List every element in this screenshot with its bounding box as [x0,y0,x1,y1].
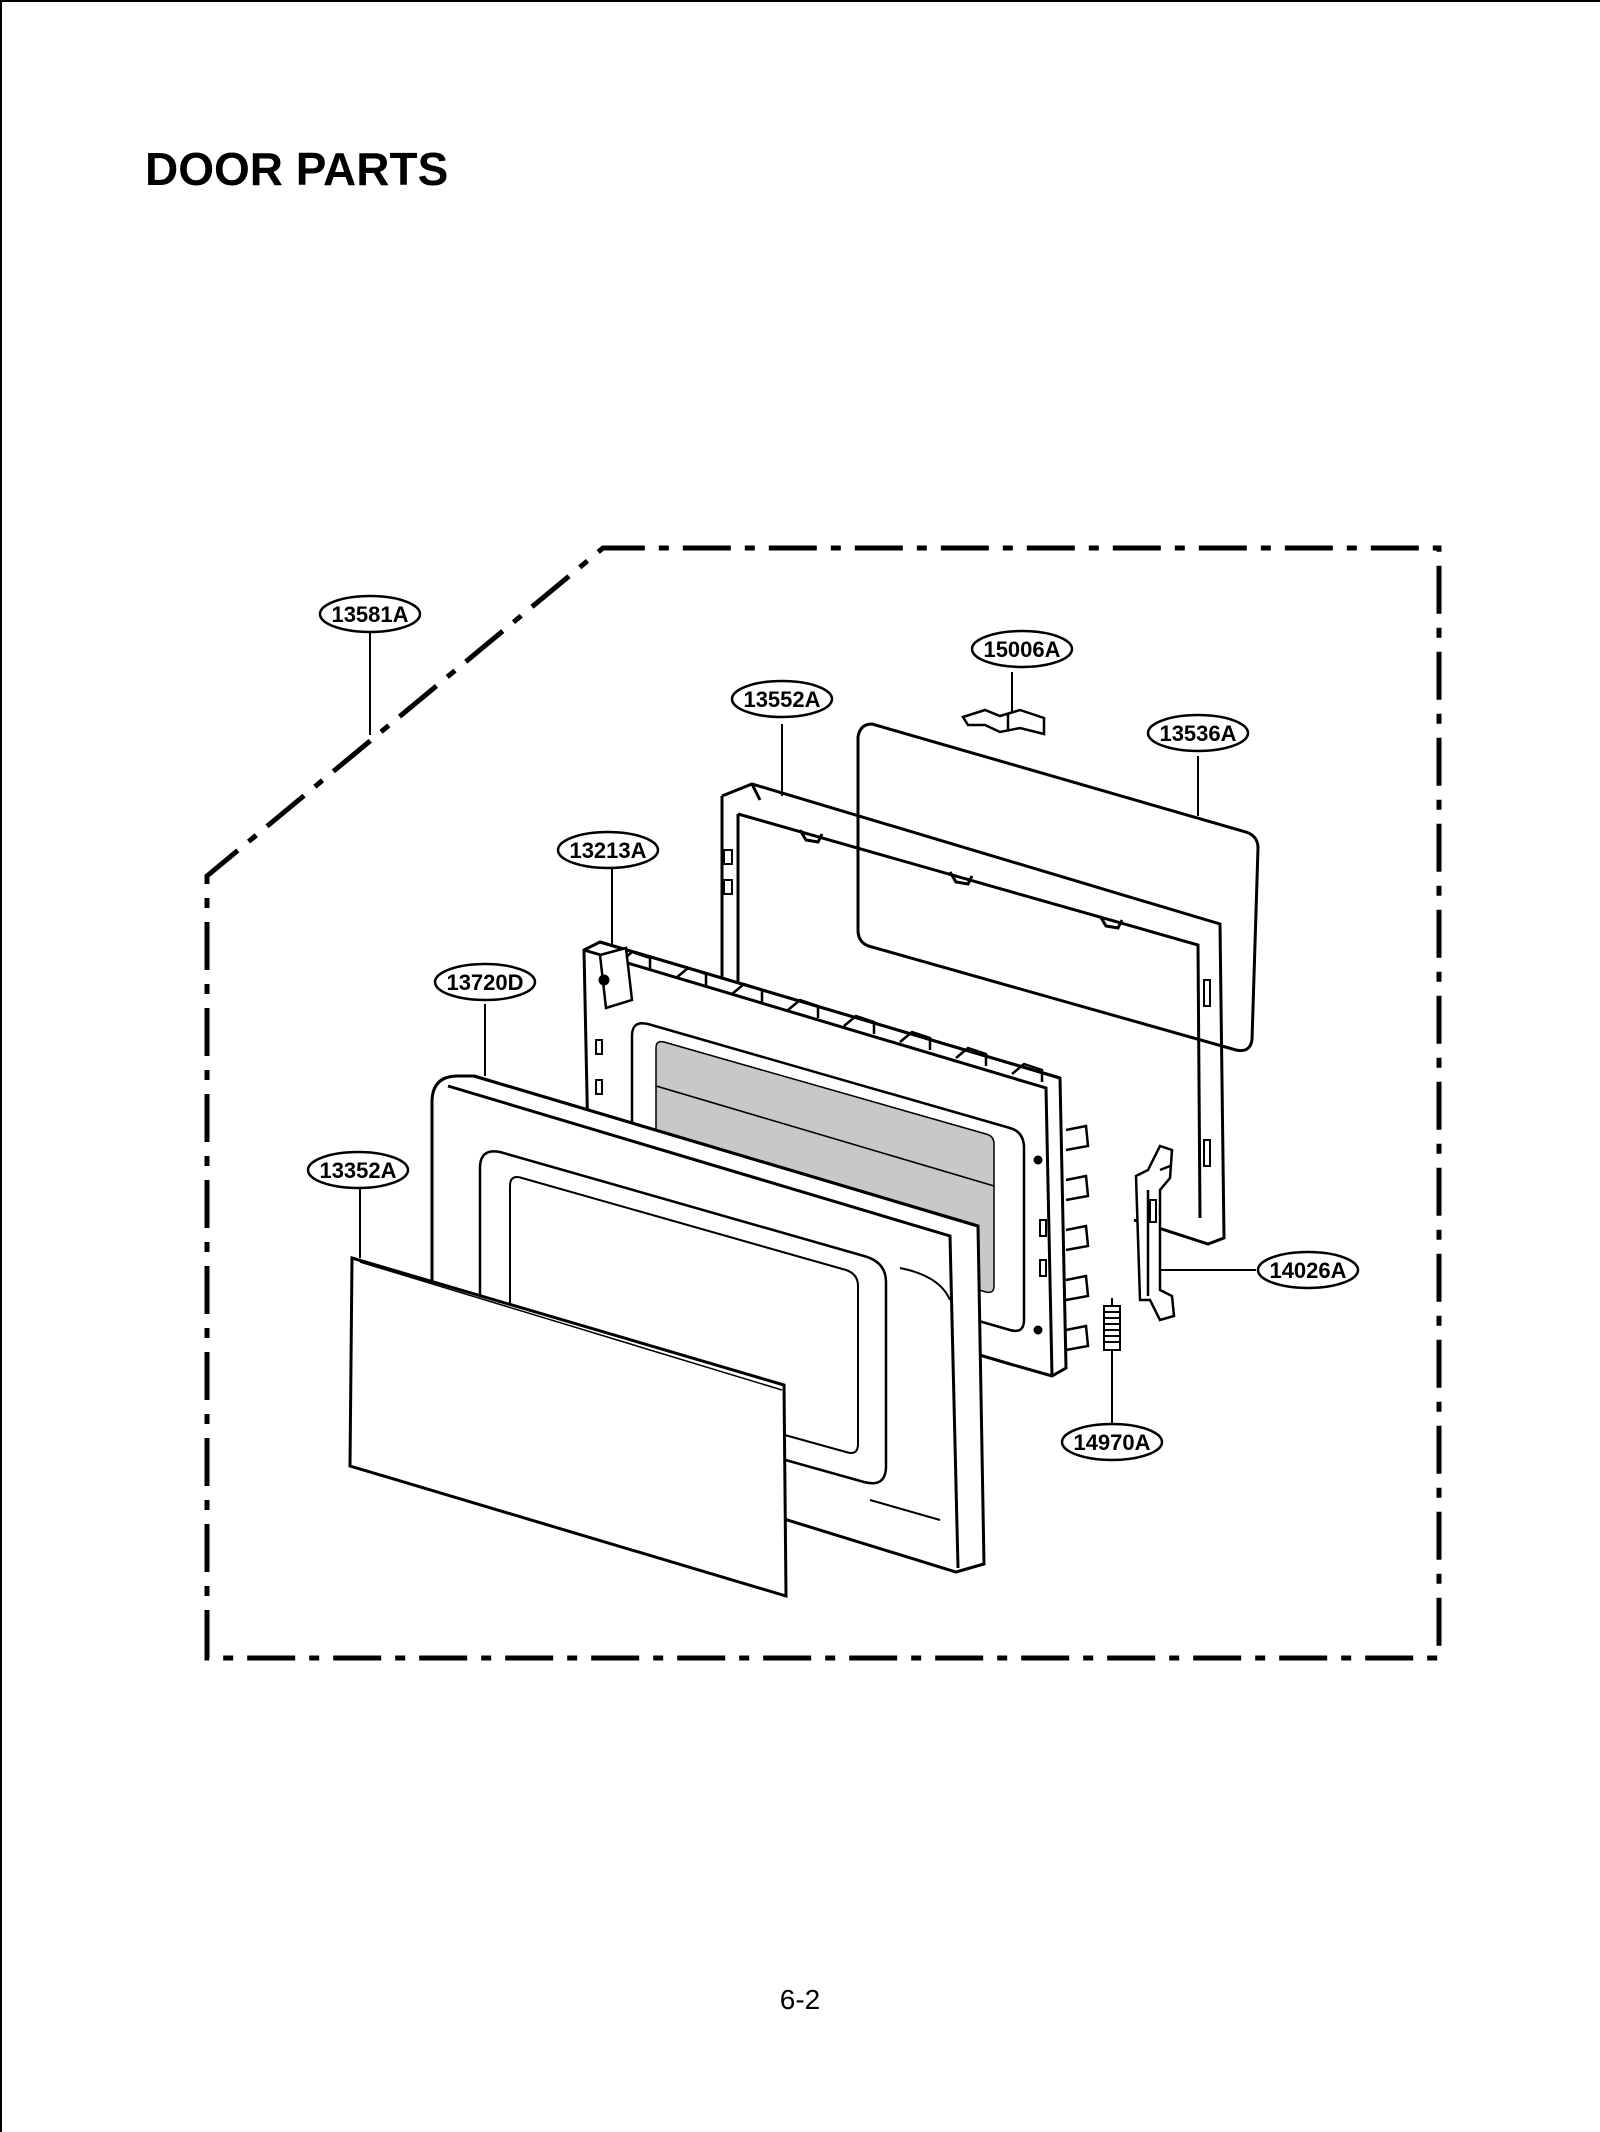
callout-label: 13213A [569,838,646,863]
callout-13352a: 13352A [306,1150,410,1190]
part-13536a-screen-panel [856,722,1260,1052]
callout-label: 13581A [331,602,408,627]
part-14970a-spring [1103,1298,1121,1356]
page-number: 6-2 [779,1984,821,2015]
callout-label: 14026A [1269,1258,1346,1283]
part-14026a-latch-hook [1134,1144,1176,1322]
callout-label: 13552A [743,687,820,712]
callout-14026a: 14026A [1256,1250,1360,1290]
page-title: DOOR PARTS [145,143,449,195]
callout-13552a: 13552A [730,679,834,719]
callout-13213a: 13213A [556,830,660,870]
callout-label: 13536A [1159,721,1236,746]
callout-13720d: 13720D [433,962,537,1002]
callout-15006a: 15006A [970,629,1074,669]
callout-label: 13352A [319,1158,396,1183]
callout-13536a: 13536A [1146,713,1250,753]
part-15006a-bracket [961,708,1046,736]
part-13352a-front-panel [348,1256,788,1599]
callout-label: 14970A [1073,1430,1150,1455]
callout-13581a: 13581A [318,594,422,634]
callout-label: 13720D [446,970,523,995]
callout-14970a: 14970A [1060,1422,1164,1462]
callout-label: 15006A [983,637,1060,662]
leader-lines [359,632,1256,1424]
assembly-boundary [204,545,1442,1661]
